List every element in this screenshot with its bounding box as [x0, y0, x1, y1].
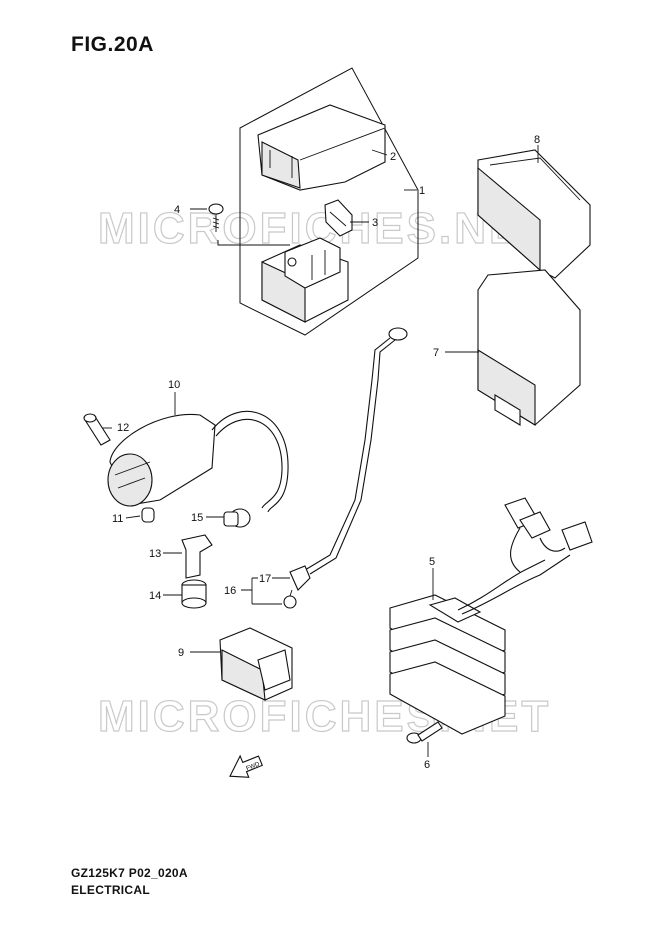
callout-12: 12: [117, 422, 129, 434]
direction-arrow-label: FWD: [246, 761, 262, 772]
callout-17: 17: [259, 573, 271, 585]
forward-direction-arrow-icon: FWD: [229, 754, 263, 778]
coil-bolt: [83, 413, 111, 446]
ignition-coil: [107, 410, 289, 513]
callout-6: 6: [424, 759, 430, 771]
ignitor-cover: [477, 149, 591, 279]
section-name: ELECTRICAL: [71, 883, 150, 897]
callout-4: 4: [174, 204, 180, 216]
ground-wire: [283, 327, 408, 609]
fuse-holder-base: [261, 237, 349, 323]
callout-8: 8: [534, 134, 540, 146]
screw: [208, 203, 224, 232]
coupler-connector: [219, 627, 293, 701]
callout-10: 10: [168, 379, 180, 391]
model-code: GZ125K7 P02_020A: [71, 866, 188, 880]
callout-9: 9: [178, 647, 184, 659]
fuse-box-assembly: [208, 67, 419, 336]
figure-title: FIG.20A: [71, 33, 154, 56]
callout-3: 3: [372, 217, 378, 229]
fuse: [324, 199, 353, 237]
callout-13: 13: [149, 548, 161, 560]
callout-11: 11: [112, 513, 123, 525]
callout-2: 2: [390, 151, 396, 163]
spark-plug-cap-connector: [223, 508, 251, 528]
callout-1: 1: [419, 185, 425, 197]
fuse-box-cover: [257, 104, 386, 191]
callout-7: 7: [433, 347, 439, 359]
callout-15: 15: [191, 512, 203, 524]
ignitor-unit: [477, 269, 581, 426]
callout-14: 14: [149, 590, 161, 602]
callout-5: 5: [429, 556, 435, 568]
seal-ring: [181, 579, 207, 609]
sleeve: [141, 507, 155, 523]
callout-16: 16: [224, 585, 236, 597]
regulator-bolt: [406, 721, 443, 744]
plug-cap: [181, 534, 213, 579]
regulator-rectifier: [389, 497, 593, 735]
